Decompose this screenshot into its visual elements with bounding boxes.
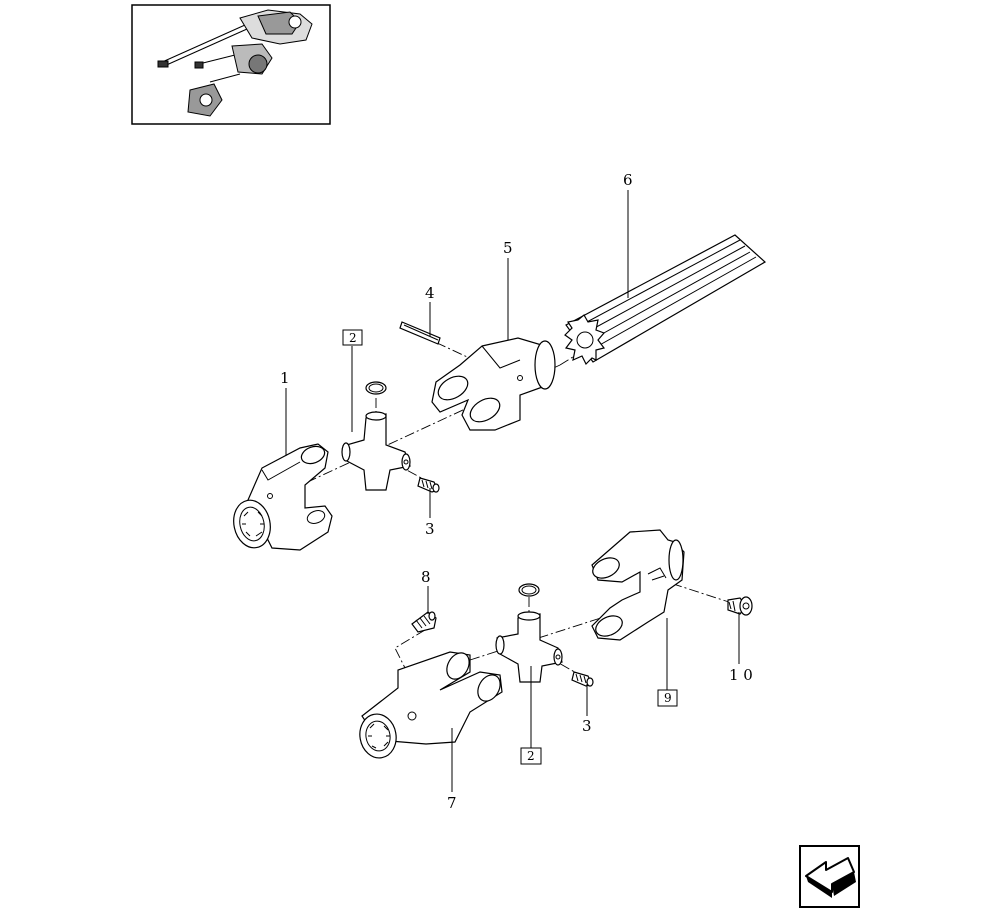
callout-2-upper: 2 [349,331,357,345]
part-7-splined-yoke [359,651,503,759]
part-5-yoke-tube [431,337,556,431]
callout-4: 4 [425,284,435,302]
part-4-roll-pin [399,321,441,345]
part-8-grease-nipple [411,611,437,633]
next-page-arrow-icon[interactable] [799,845,860,908]
part-10-bolt [727,596,753,616]
callout-5: 5 [503,239,513,257]
callout-2-upper-box: 2 [342,329,363,346]
callout-2-lower: 2 [527,749,535,763]
callout-1: 1 [280,369,290,387]
callout-7: 7 [447,794,457,812]
part-3-grease-nipple-upper [417,477,440,493]
callout-3-upper: 3 [425,520,435,538]
callout-10: 1 0 [729,666,753,684]
callout-9-box: 9 [657,689,678,707]
part-3-grease-nipple-lower [571,671,594,687]
callout-6: 6 [623,171,633,189]
leader-lines [285,190,740,792]
callout-8: 8 [421,568,431,586]
part-2-cross-lower [495,583,563,683]
part-1-splined-yoke [233,443,333,551]
part-6-splined-shaft [564,234,767,366]
callout-2-lower-box: 2 [520,747,542,765]
part-9-flange-yoke [591,529,685,641]
callout-3-lower: 3 [582,717,592,735]
callout-9: 9 [664,691,672,705]
part-2-cross-upper [341,381,411,491]
assembly-overview-thumbnail [131,4,331,125]
